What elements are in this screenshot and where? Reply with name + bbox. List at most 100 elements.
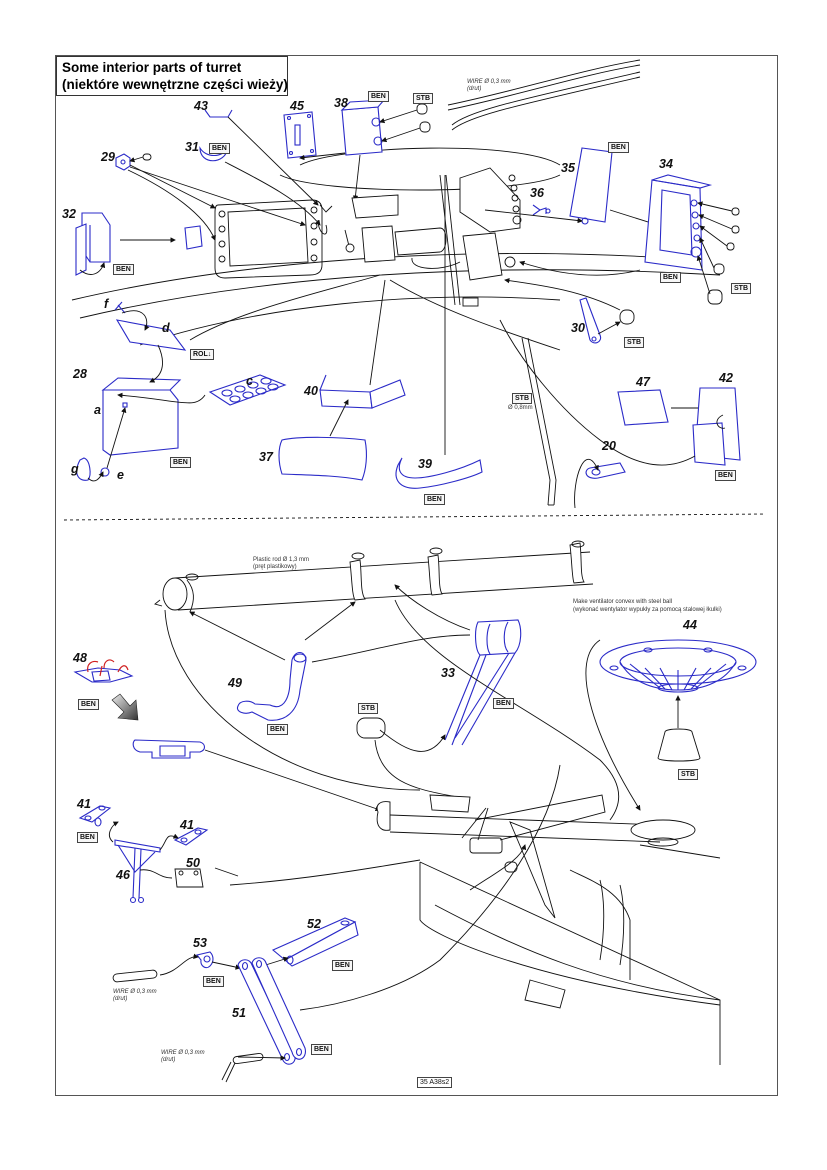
part-label-48: 48 <box>73 651 87 665</box>
material-tag-stb: STB <box>358 703 378 714</box>
material-tag-stb: STB <box>512 393 532 404</box>
part-33 <box>356 584 522 801</box>
part-label-30: 30 <box>571 321 585 335</box>
part-label-43: 43 <box>194 99 208 113</box>
title-english: Some interior parts of turret <box>62 60 242 75</box>
part-label-47: 47 <box>636 375 650 389</box>
part-48 <box>73 659 134 683</box>
wire-lines <box>447 59 641 131</box>
part-label-40: 40 <box>304 384 318 398</box>
material-tag-ben: BEN <box>209 143 230 154</box>
rod-stb-08 <box>521 337 557 506</box>
wire-note-53: WIRE Ø 0,3 mm <box>113 989 157 995</box>
section-divider <box>63 513 766 521</box>
wire-note-51: WIRE Ø 0,3 mm <box>161 1050 205 1056</box>
material-tag-ben: BEN <box>368 91 389 102</box>
material-tag-stb: STB <box>413 93 433 104</box>
part-label-36: 36 <box>530 186 544 200</box>
material-tag-stb: STB <box>678 769 698 780</box>
material-tag-stb: STB <box>624 337 644 348</box>
part-label-45: 45 <box>290 99 304 113</box>
turret-outline-bottom <box>164 599 721 1065</box>
sub-label-d: d <box>162 321 170 335</box>
part-label-39: 39 <box>418 457 432 471</box>
part-37 <box>278 399 367 481</box>
plastic-rod-note-pl: (pręt plastikowy) <box>253 564 297 570</box>
material-tag-ben: BEN <box>493 698 514 709</box>
part-label-28: 28 <box>73 367 87 381</box>
part-label-44: 44 <box>683 618 697 632</box>
part-43 <box>204 109 319 206</box>
hatch-frame <box>214 199 333 279</box>
part-label-38: 38 <box>334 96 348 110</box>
sub-label-f: f <box>104 297 109 311</box>
part-label-34: 34 <box>659 157 673 171</box>
material-tag-ben: BEN <box>311 1044 332 1055</box>
part-49 <box>189 601 471 721</box>
sub-label-g: g <box>71 462 79 476</box>
part-40 <box>319 279 406 409</box>
part-label-49: 49 <box>228 676 242 690</box>
material-tag-ben: BEN <box>332 960 353 971</box>
part-label-50: 50 <box>186 856 200 870</box>
part-label-35: 35 <box>561 161 575 175</box>
part-42 <box>499 319 741 466</box>
bend-arrow-icon <box>87 660 99 673</box>
plastic-rod-note: Plastic rod Ø 1,3 mm <box>253 557 310 563</box>
sheet-code: 35 A38s2 <box>417 1077 453 1088</box>
part-30 <box>504 277 635 344</box>
part-label-42: 42 <box>719 371 733 385</box>
part-label-29: 29 <box>101 150 115 164</box>
part-47 <box>617 389 729 426</box>
part-53 <box>112 951 241 983</box>
wire-note-top: WIRE Ø 0,3 mm <box>467 79 511 85</box>
part-38 <box>299 99 431 201</box>
material-tag-ben: BEN <box>608 142 629 153</box>
part-label-52: 52 <box>307 917 321 931</box>
material-tag-ben: BEN <box>203 976 224 987</box>
part-50 <box>174 867 239 888</box>
part-c <box>208 374 287 406</box>
part-29 <box>115 153 306 241</box>
part-label-41-right: 41 <box>180 818 194 832</box>
part-label-46: 46 <box>116 868 130 882</box>
stb-wire-note: Ø 0,8mm <box>508 405 533 411</box>
part-44 <box>585 639 757 811</box>
central-assembly <box>344 167 522 307</box>
part-label-37: 37 <box>259 450 273 464</box>
direction-arrow-icon <box>111 693 139 721</box>
part-20 <box>574 458 626 509</box>
plastic-rod <box>154 540 594 613</box>
part-41-right <box>173 827 209 846</box>
part-51 <box>221 957 306 1083</box>
wire-note-53-pl: (drut) <box>113 996 128 1002</box>
ventilator-note-pl: (wykonać wentylator wypukły za pomocą st… <box>573 607 722 613</box>
part-52 <box>255 917 359 969</box>
title-polish: (niektóre wewnętrzne części wieży) <box>62 77 288 92</box>
part-label-41-left: 41 <box>77 797 91 811</box>
part-32 <box>75 212 203 276</box>
turret-outline-top <box>71 147 721 351</box>
part-46 <box>109 821 179 904</box>
part-36 <box>532 204 551 216</box>
material-tag-ben: BEN <box>660 272 681 283</box>
material-tag-ben: BEN <box>78 699 99 710</box>
part-31 <box>199 146 321 226</box>
sub-label-c: c <box>246 374 253 388</box>
wire-note-top-pl: (drut) <box>467 86 482 92</box>
sub-label-a: a <box>94 403 101 417</box>
material-tag-stb: STB <box>731 283 751 294</box>
material-tag-ben: BEN <box>267 724 288 735</box>
part-45 <box>283 111 317 159</box>
part-label-53: 53 <box>193 936 207 950</box>
part-41-left <box>78 805 112 827</box>
arrow-down-icon: ↓ <box>207 351 212 358</box>
material-tag-rol: ROL↓ <box>190 349 215 360</box>
part-39 <box>395 175 483 489</box>
material-tag-ben: BEN <box>424 494 445 505</box>
sub-label-e: e <box>117 468 124 482</box>
part-28 <box>76 301 206 482</box>
part-label-32: 32 <box>62 207 76 221</box>
material-tag-ben: BEN <box>77 832 98 843</box>
